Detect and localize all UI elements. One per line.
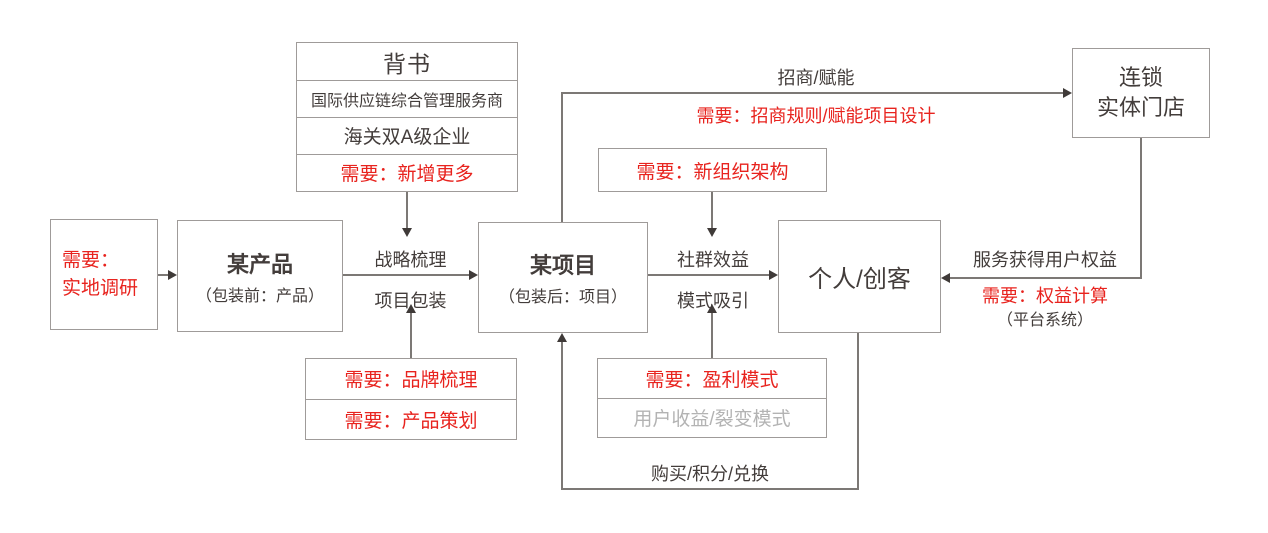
endorsement-row-customs: 海关双A级企业 <box>297 117 517 154</box>
connector-project-person <box>648 274 769 276</box>
edge-label-service-need: 需要：权益计算 <box>982 286 1108 306</box>
edge-label-service: 服务获得用户权益 <box>973 250 1117 270</box>
connector-org-down <box>711 192 713 229</box>
edge-label-purchase: 购买/积分/兑换 <box>650 464 769 484</box>
need-survey-line1: 需要： <box>62 249 120 271</box>
connector-invest <box>561 92 1064 94</box>
project-box: 某项目 （包装后：项目） <box>478 222 648 333</box>
person-title: 个人/创客 <box>808 266 911 293</box>
chain-store-box: 连锁 实体门店 <box>1072 48 1210 138</box>
edge-label-packaging: 项目包装 <box>374 291 447 311</box>
edge-label-attraction: 模式吸引 <box>677 291 749 311</box>
edge-label-community: 社群效益 <box>677 250 749 270</box>
connector-product-project <box>343 274 470 276</box>
project-subtitle: （包装后：项目） <box>498 289 627 306</box>
need-survey-box: 需要： 实地调研 <box>50 219 158 330</box>
user-income-row: 用户收益/裂变模式 <box>598 397 826 437</box>
product-subtitle: （包装前：产品） <box>195 287 324 305</box>
connector-brand-up <box>410 313 412 358</box>
arrowhead-profit-up <box>707 304 717 313</box>
endorsement-row-supply-chain: 国际供应链综合管理服务商 <box>297 80 517 117</box>
product-box: 某产品 （包装前：产品） <box>177 220 343 332</box>
arrowhead-survey-product <box>168 270 177 280</box>
product-title: 某产品 <box>226 251 293 277</box>
need-profit-box: 需要：盈利模式 用户收益/裂变模式 <box>597 358 827 438</box>
connector-endorsement-down <box>406 192 408 229</box>
arrowhead-endorsement-down <box>402 228 412 237</box>
need-brand-box: 需要：品牌梳理 需要：产品策划 <box>305 358 517 440</box>
endorsement-box: 背书 国际供应链综合管理服务商 海关双A级企业 需要：新增更多 <box>296 42 518 192</box>
connector-purchase-up <box>561 342 563 490</box>
connector-profit-up <box>711 313 713 358</box>
arrowhead-invest <box>1063 88 1072 98</box>
chain-store-line1: 连锁 <box>1118 65 1163 90</box>
connector-project-up <box>561 92 563 222</box>
person-box: 个人/创客 <box>778 220 941 333</box>
arrowhead-product-project <box>469 270 478 280</box>
connector-person-down <box>857 333 859 490</box>
need-product-plan-row: 需要：产品策划 <box>306 398 516 439</box>
need-org-box: 需要：新组织架构 <box>598 148 827 192</box>
connector-survey-product <box>158 274 171 276</box>
connector-purchase <box>561 488 859 490</box>
need-profit-row: 需要：盈利模式 <box>645 369 779 391</box>
endorsement-title: 背书 <box>383 50 431 77</box>
endorsement-row-need-more: 需要：新增更多 <box>297 153 517 192</box>
connector-chain-down <box>1140 138 1142 279</box>
arrowhead-project-person <box>769 270 778 280</box>
arrowhead-brand-up <box>406 304 416 313</box>
arrowhead-org-down <box>707 228 717 237</box>
need-survey-line2: 实地调研 <box>62 277 139 299</box>
arrowhead-purchase-up <box>557 333 567 342</box>
need-brand-row: 需要：品牌梳理 <box>344 370 478 392</box>
edge-label-invest-need: 需要：招商规则/赋能项目设计 <box>696 106 936 126</box>
chain-store-line2: 实体门店 <box>1096 95 1185 120</box>
arrowhead-service <box>941 273 950 283</box>
edge-label-platform-system: （平台系统） <box>996 312 1093 329</box>
edge-label-invest: 招商/赋能 <box>777 68 855 88</box>
need-org-label: 需要：新组织架构 <box>636 161 789 183</box>
edge-label-strategy: 战略梳理 <box>374 250 447 270</box>
connector-service <box>948 277 1142 279</box>
project-title: 某项目 <box>529 253 596 278</box>
